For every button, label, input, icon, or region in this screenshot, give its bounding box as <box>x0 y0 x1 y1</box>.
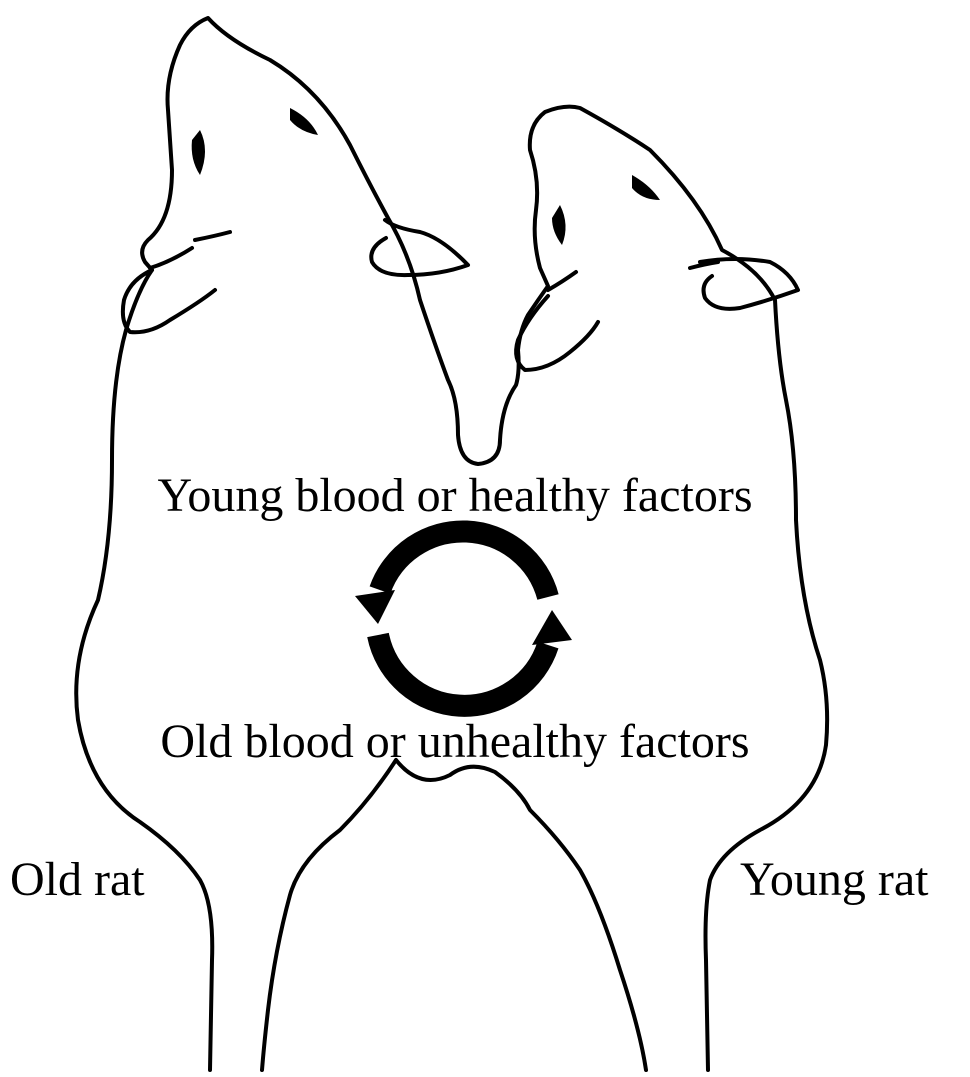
bottom-arc-arrow <box>378 635 548 706</box>
young-rat-outline <box>518 107 827 1070</box>
young-rat-chin <box>548 272 576 290</box>
young-rat-label: Young rat <box>740 856 928 904</box>
old-rat-right-paw <box>371 220 468 275</box>
young-rat-right-eye <box>632 175 660 200</box>
old-rat-chin-2 <box>195 232 230 240</box>
young-rat-left-paw <box>516 296 598 370</box>
old-rat-chin <box>150 248 192 268</box>
old-rat-right-eye <box>290 108 318 135</box>
old-rat-hind-leg <box>262 760 396 1070</box>
arrowhead-right-up <box>532 610 572 645</box>
old-rat-left-eye <box>192 130 205 175</box>
old-blood-label: Old blood or unhealthy factors <box>0 718 910 766</box>
circular-exchange-arrows-icon <box>378 531 548 705</box>
young-blood-label: Young blood or healthy factors <box>0 472 910 520</box>
young-rat-left-eye <box>552 205 566 245</box>
old-rat-label: Old rat <box>10 856 145 904</box>
old-rat-outline <box>76 18 518 1070</box>
young-rat-chin-2 <box>690 262 718 268</box>
arrowhead-left-down <box>355 590 395 624</box>
shared-hind-join <box>396 760 646 1070</box>
top-arc-arrow <box>380 531 548 597</box>
